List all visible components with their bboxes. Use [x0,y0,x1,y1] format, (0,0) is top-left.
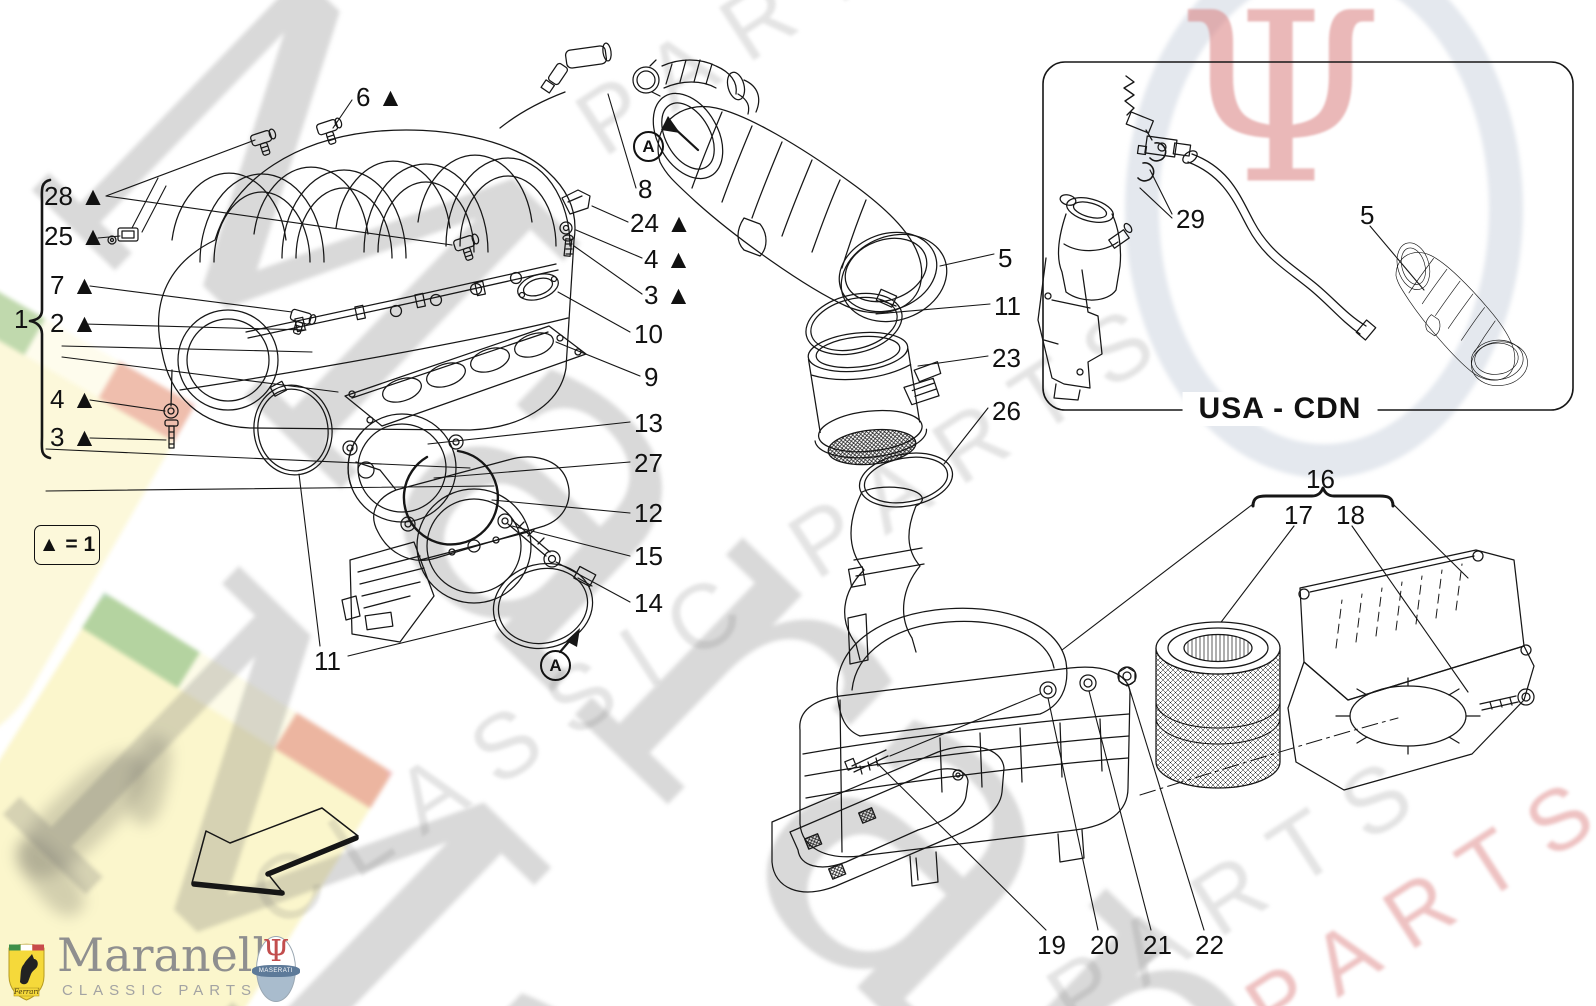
part-callout-label: 22 [1195,930,1224,960]
part-callout-19[interactable]: 19 [1037,930,1066,960]
ferrari-shield-text: Ferrari [13,988,40,996]
maranello-classic-parts-logo[interactable]: Ferrari Maranello CLASSIC PARTS Ψ MASERA… [0,920,320,1006]
part-callout-26[interactable]: 26 [992,396,1021,426]
part-callout-label: 2 ▲ [50,308,98,338]
part-callout-28[interactable]: 28 ▲ [44,181,106,211]
part-callout-14[interactable]: 14 [634,588,663,618]
part-callout-label: 21 [1143,930,1172,960]
part-callout-17[interactable]: 17 [1284,500,1313,530]
part-callout-4-mid[interactable]: 4 ▲ [644,244,692,274]
part-callout-label: 15 [634,541,663,571]
part-callout-label: 11 [314,646,341,676]
part-callout-24[interactable]: 24 ▲ [630,208,692,238]
part-callout-label: 12 [634,498,663,528]
part-callout-11-left[interactable]: 11 [314,646,341,676]
part-callout-label: 5 [1360,200,1375,230]
part-callout-1[interactable]: 1 [14,304,29,334]
maserati-trident-icon: Ψ [262,934,290,969]
part-callout-16[interactable]: 16 [1306,464,1335,494]
part-callout-label: 20 [1090,930,1119,960]
view-marker-a-bottom: A [540,650,571,681]
part-callout-2[interactable]: 2 ▲ [50,308,98,338]
part-callout-label: 17 [1284,500,1313,530]
part-callout-label: 7 ▲ [50,270,98,300]
part-callout-label: 6 ▲ [356,82,404,112]
part-callout-27[interactable]: 27 [634,448,663,478]
part-callout-4-left[interactable]: 4 ▲ [50,384,98,414]
part-callout-label: 1 [14,304,29,334]
ferrari-shield-logo [8,943,45,1001]
part-callout-20[interactable]: 20 [1090,930,1119,960]
quantity-legend-text: ▲ = 1 [38,533,96,556]
part-callout-13[interactable]: 13 [634,408,663,438]
part-callout-label: 3 ▲ [50,422,98,452]
part-callout-label: 29 [1176,204,1205,234]
part-callout-label: 11 [994,291,1021,321]
part-callout-label: 19 [1037,930,1066,960]
part-callout-label: 26 [992,396,1021,426]
part-callout-label: 23 [992,343,1021,373]
part-callout-label: 24 ▲ [630,208,692,238]
part-callout-15[interactable]: 15 [634,541,663,571]
part-callout-29[interactable]: 29 [1176,204,1205,234]
part-callout-label: 25 ▲ [44,221,106,251]
part-callout-10[interactable]: 10 [634,319,663,349]
part-callout-label: 18 [1336,500,1365,530]
maserati-badge-text: MASERATI [252,965,300,977]
part-callout-8[interactable]: 8 [638,174,653,204]
part-callout-11-right[interactable]: 11 [994,291,1021,321]
part-callout-22[interactable]: 22 [1195,930,1224,960]
part-callout-label: 16 [1306,464,1335,494]
part-callout-label: 8 [638,174,653,204]
part-callout-label: 27 [634,448,663,478]
part-callout-23[interactable]: 23 [992,343,1021,373]
part-callout-3-left[interactable]: 3 ▲ [50,422,98,452]
part-callout-label: 9 [644,362,659,392]
part-callout-label: 14 [634,588,663,618]
part-callout-label: 4 ▲ [50,384,98,414]
view-marker-a-top: A [633,131,664,162]
part-callout-label: 13 [634,408,663,438]
logo-tagline-text: CLASSIC PARTS [62,982,257,999]
part-callout-25[interactable]: 25 ▲ [44,221,106,251]
part-callout-6[interactable]: 6 ▲ [356,82,404,112]
quantity-legend: ▲ = 1 [34,525,100,565]
part-callout-label: 3 ▲ [644,280,692,310]
part-callout-12[interactable]: 12 [634,498,663,528]
part-callout-9[interactable]: 9 [644,362,659,392]
part-callout-5-right[interactable]: 5 [998,243,1013,273]
maserati-badge: Ψ MASERATI [252,934,300,1002]
part-callout-label: 4 ▲ [644,244,692,274]
part-callout-18[interactable]: 18 [1336,500,1365,530]
part-callout-label: 10 [634,319,663,349]
part-callout-21[interactable]: 21 [1143,930,1172,960]
part-callout-3-mid[interactable]: 3 ▲ [644,280,692,310]
inset-region-label: USA - CDN [1182,392,1378,426]
part-callout-5-inset[interactable]: 5 [1360,200,1375,230]
part-callout-label: 28 ▲ [44,181,106,211]
part-callout-label: 5 [998,243,1013,273]
part-callout-7[interactable]: 7 ▲ [50,270,98,300]
